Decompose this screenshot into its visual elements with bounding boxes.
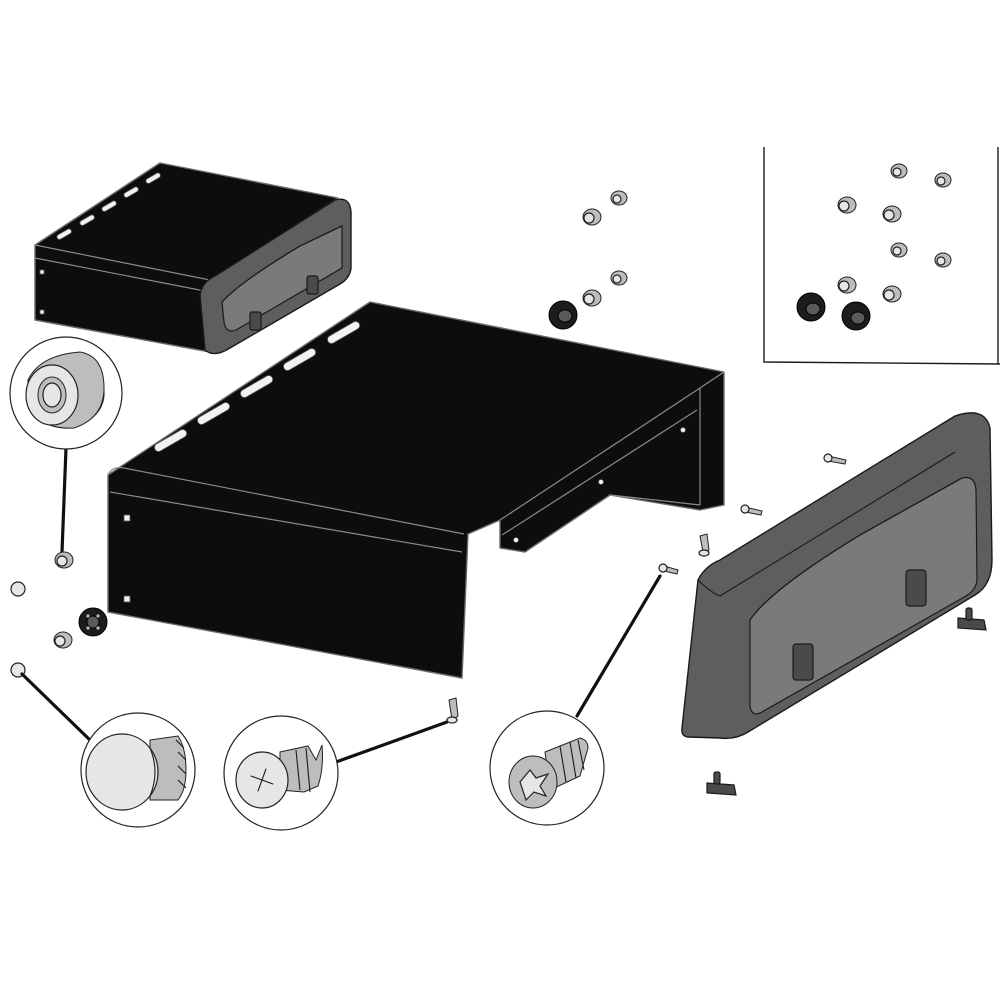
self-tapping-screw-detail (223, 715, 449, 831)
phillips-screw (658, 453, 847, 575)
cap-nut-large-detail (20, 672, 196, 828)
cap-nut (582, 190, 628, 307)
cap-nut (54, 551, 74, 569)
small-housing-cover (34, 162, 352, 355)
phillips-screw-detail (489, 574, 662, 826)
front-end-cap-panel (681, 412, 993, 740)
cap-nut (10, 581, 73, 678)
rubber-foot (548, 300, 578, 330)
mounting-clip (706, 607, 987, 796)
large-housing-cover (107, 301, 725, 679)
rubber-foot (78, 607, 108, 637)
spare-hardware-kit (763, 147, 1000, 365)
self-tapping-screw (698, 533, 710, 557)
self-tapping-screw (446, 697, 459, 724)
cap-nut-detail (9, 336, 123, 554)
